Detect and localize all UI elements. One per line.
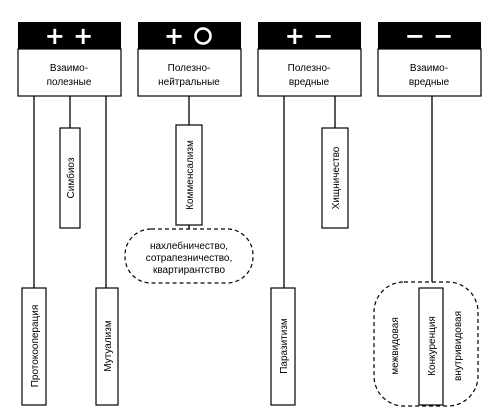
relation-box-mutualism: [95, 287, 119, 406]
category-name-line2-harmful: вредные: [289, 77, 330, 88]
category-mutual: + + Взаимо- полезные: [17, 22, 122, 97]
commensal-forms-box: [124, 228, 254, 284]
sign-bar-harmful: [258, 22, 361, 49]
sign-bar-neutral: [138, 22, 241, 49]
category-box-neutral: [137, 48, 242, 97]
category-mutualharm: − − Взаимо- вредные: [377, 22, 482, 97]
sign-mutualharm: − −: [405, 22, 454, 50]
relation-protocooperation: Протокооперация: [21, 287, 47, 406]
relation-label-symbiosis: Симбиоз: [65, 157, 77, 198]
relation-box-symbiosis: [59, 127, 81, 229]
relation-box-protocooperation: [21, 287, 47, 406]
circle-zero-icon: [194, 27, 212, 45]
relation-mutualism: Мутуализм: [95, 287, 119, 406]
relation-parasitism: Паразитизм: [270, 287, 296, 406]
sign-bar-mutualharm: [378, 22, 481, 49]
sign-neutral-plus: +: [164, 22, 184, 50]
relation-box-parasitism: [270, 287, 296, 406]
relation-symbiosis: Симбиоз: [59, 127, 81, 229]
category-harmful: + − Полезно- вредные: [257, 22, 362, 97]
category-box-mutual: [17, 48, 122, 97]
category-box-harmful: [257, 48, 362, 97]
relation-competition-group: межвидовая Конкуренция внутривидовая: [373, 281, 479, 407]
category-name-line1-mutualharm: Взаимо-: [410, 63, 448, 74]
relation-label-mutualism: Мутуализм: [103, 320, 114, 372]
category-name-line2-mutual: полезные: [47, 77, 92, 88]
relation-commensalism: Комменсализм: [175, 124, 203, 226]
category-neutral: + Полезно- нейтральные: [137, 22, 242, 97]
relation-box-commensalism: [175, 124, 203, 226]
sign-bar-mutual: [18, 22, 121, 49]
category-name-line2-mutualharm: вредные: [409, 77, 450, 88]
commensal-form-3: квартирантство: [153, 265, 226, 276]
relation-label-intraspecific: внутривидовая: [453, 311, 464, 381]
sign-harmful: + −: [285, 22, 334, 50]
relation-predation: Хищничество: [321, 127, 349, 229]
relation-label-commensalism: Комменсализм: [185, 140, 196, 210]
relation-label-predation: Хищничество: [331, 146, 342, 209]
connector-lines: [33, 96, 433, 288]
relation-box-competition: [418, 287, 444, 406]
commensal-form-2: сотрапезничество,: [146, 253, 233, 264]
commensal-forms: нахлебничество, сотрапезничество, кварти…: [124, 228, 254, 284]
relation-label-interspecific: межвидовая: [390, 317, 401, 375]
relation-label-competition: Конкуренция: [427, 316, 438, 376]
commensal-form-1: нахлебничество,: [150, 240, 228, 252]
category-name-line1-harmful: Полезно-: [288, 63, 331, 74]
category-box-mutualharm: [377, 48, 482, 97]
relation-box-predation: [321, 127, 349, 229]
sign-mutual: + +: [45, 22, 94, 50]
relation-label-protocooperation: Протокооперация: [30, 305, 41, 388]
category-name-line1-neutral: Полезно-: [168, 63, 211, 74]
relation-label-parasitism: Паразитизм: [279, 318, 290, 374]
category-name-line2-neutral: нейтральные: [158, 77, 220, 88]
category-name-line1-mutual: Взаимо-: [50, 63, 88, 74]
